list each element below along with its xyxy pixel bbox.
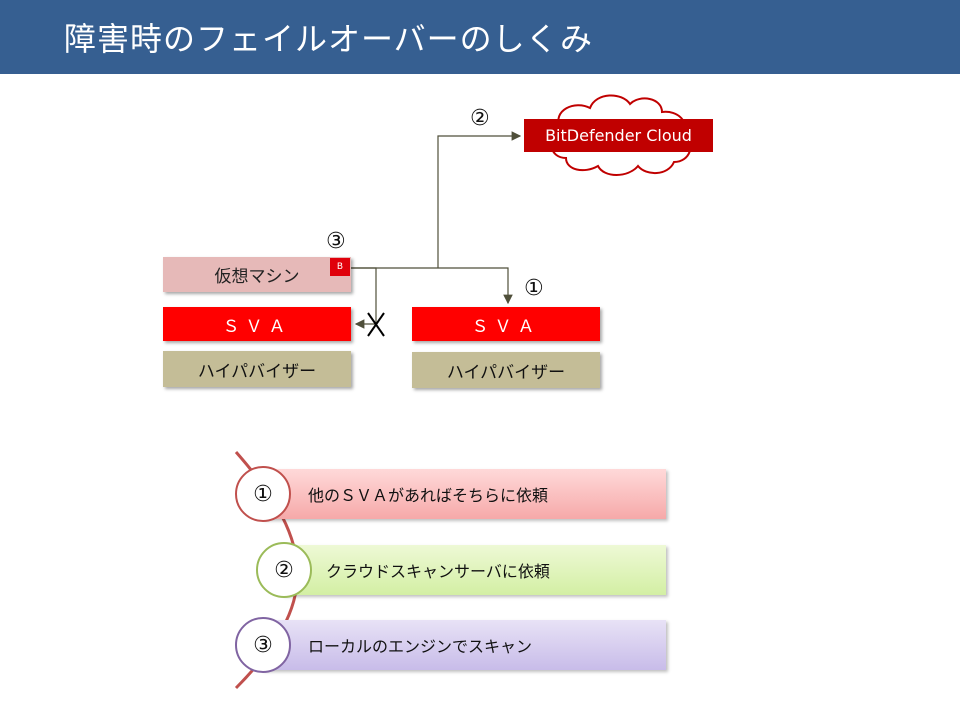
page-title: 障害時のフェイルオーバーのしくみ [64, 20, 593, 58]
virtual-machine-label: 仮想マシン [214, 267, 300, 287]
marker-1: ① [524, 276, 544, 301]
step-2-number-circle: ② [256, 542, 312, 598]
step-1-number-circle: ① [235, 466, 291, 522]
step-3-text: ローカルのエンジンでスキャン [308, 637, 533, 656]
virtual-machine-box: 仮想マシン [163, 257, 351, 292]
marker-2: ② [470, 106, 490, 131]
hypervisor-left-label: ハイパバイザー [197, 361, 317, 382]
vm-to-left-sva-connector [351, 267, 377, 329]
vm-to-cloud-connector [437, 131, 522, 268]
step-1-text: 他のＳＶＡがあればそちらに依頼 [308, 486, 549, 505]
marker-3: ③ [326, 229, 346, 254]
title-bar: 障害時のフェイルオーバーのしくみ [0, 0, 960, 74]
sva-left-box: ＳＶＡ [163, 307, 351, 341]
hypervisor-right-box: ハイパバイザー [412, 352, 600, 388]
sva-right-label: ＳＶＡ [471, 316, 541, 337]
step-2-bar: クラウドスキャンサーバに依頼 [282, 545, 666, 595]
sva-left-label: ＳＶＡ [222, 316, 292, 337]
step-3-bar: ローカルのエンジンでスキャン [262, 620, 666, 670]
step-3-number-circle: ③ [235, 617, 291, 673]
failure-x-mark [367, 312, 385, 337]
bitdefender-badge-icon: B [330, 258, 350, 276]
bitdefender-cloud-label: BitDefender Cloud [524, 119, 713, 152]
hypervisor-right-label: ハイパバイザー [446, 362, 566, 383]
step-1-bar: 他のＳＶＡがあればそちらに依頼 [262, 469, 666, 519]
vm-to-right-sva-connector [351, 267, 513, 305]
step-2-text: クラウドスキャンサーバに依頼 [326, 562, 550, 581]
sva-right-box: ＳＶＡ [412, 307, 600, 341]
hypervisor-left-box: ハイパバイザー [163, 351, 351, 387]
